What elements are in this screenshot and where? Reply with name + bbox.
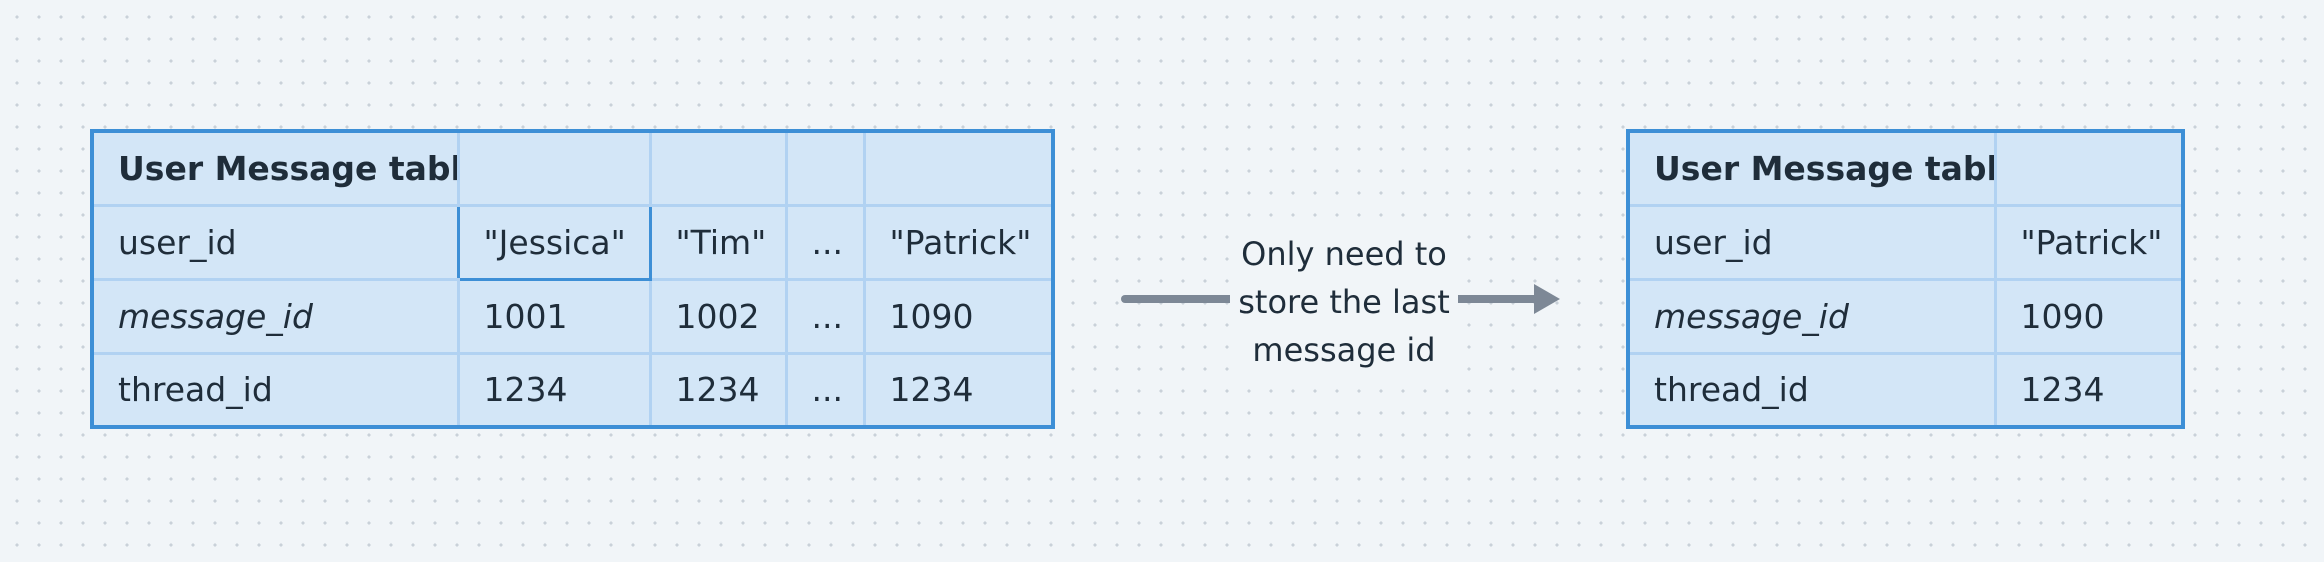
table-cell: ... [784,203,866,281]
table-cell: 1001 [456,277,652,355]
table-row: User Message table [1626,129,2185,207]
table-cell: 1234 [648,351,788,429]
table-row: user_id "Jessica" "Tim" ... "Patrick" [90,203,1055,281]
table-cell: "Patrick" [862,203,1055,281]
row-label-thread-id: thread_id [90,351,460,429]
row-label-thread-id: thread_id [1626,351,1997,429]
table-cell: ... [784,351,866,429]
table-title: User Message table [90,129,460,207]
table-row: User Message table [90,129,1055,207]
table-row: thread_id 1234 [1626,351,2185,429]
table-cell: 1234 [456,351,652,429]
table-cell [648,129,788,207]
arrow-label-line: store the last [1238,283,1450,321]
table-cell: 1234 [862,351,1055,429]
table-cell [784,129,866,207]
table-cell [1993,129,2185,207]
arrow-label: Only need to store the last message id [1230,230,1458,374]
table-cell: 1090 [862,277,1055,355]
row-label-message-id: message_id [90,277,460,355]
table-cell: "Patrick" [1993,203,2185,281]
table-row: message_id 1090 [1626,277,2185,355]
row-label-user-id: user_id [90,203,460,281]
table-cell [456,129,652,207]
arrow-label-line: message id [1252,331,1436,369]
table-cell: ... [784,277,866,355]
arrow-head [1534,284,1560,314]
arrow-label-line: Only need to [1241,235,1447,273]
table-cell [862,129,1055,207]
table-cell: "Jessica" [456,203,652,281]
table-cell: 1002 [648,277,788,355]
left-user-message-table: User Message table user_id "Jessica" "Ti… [90,129,1055,429]
right-user-message-table: User Message table user_id "Patrick" mes… [1626,129,2185,429]
table-cell: 1090 [1993,277,2185,355]
table-cell: 1234 [1993,351,2185,429]
row-label-user-id: user_id [1626,203,1997,281]
table-row: user_id "Patrick" [1626,203,2185,281]
table-title: User Message table [1626,129,1997,207]
row-label-message-id: message_id [1626,277,1997,355]
table-row: message_id 1001 1002 ... 1090 [90,277,1055,355]
table-row: thread_id 1234 1234 ... 1234 [90,351,1055,429]
table-cell: "Tim" [648,203,788,281]
